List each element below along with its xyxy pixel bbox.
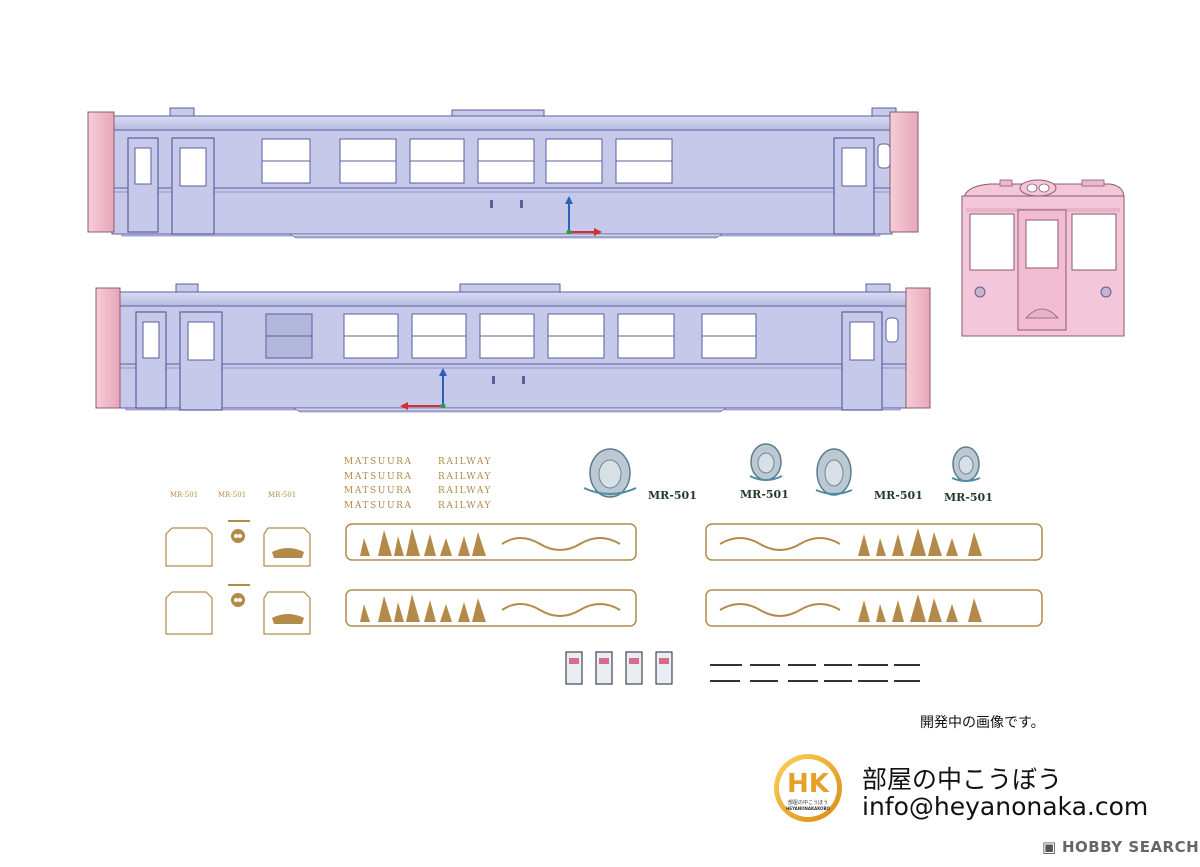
decal-operator-left-4: MATSUURA [344, 501, 413, 511]
watermark-brand: HOBBY SEARCH [1061, 838, 1200, 856]
decal-operator-right-2: RAILWAY [438, 472, 492, 482]
decal-operator-left-2: MATSUURA [344, 472, 413, 482]
decal-number-small-3: MR-501 [268, 491, 296, 499]
emblem-decal [583, 443, 981, 498]
front-view [961, 179, 1125, 337]
watermark-icon: ▣ [1042, 838, 1062, 856]
decal-number-3: MR-501 [874, 489, 923, 502]
maker-name: 部屋の中こうぼう [862, 765, 1063, 794]
decal-operator-left-3: MATSUURA [344, 486, 413, 496]
logo-romaji: HEYANONAKAKOBO [786, 806, 830, 811]
development-note: 開発中の画像です。 [920, 715, 1045, 731]
decal-number-2: MR-501 [740, 488, 789, 501]
decal-number-small-1: MR-501 [170, 491, 198, 499]
side-view-top [87, 107, 919, 239]
maker-logo: HK 部屋の中こうぼう HEYANONAKAKOBO [772, 752, 844, 824]
watermark: ▣ HOBBY SEARCH [1042, 838, 1199, 856]
decal-operator-right-3: RAILWAY [438, 486, 492, 496]
side-view-bottom [95, 283, 931, 413]
decal-operator-right-4: RAILWAY [438, 501, 492, 511]
decal-number-1: MR-501 [648, 489, 697, 502]
decal-operator-right-1: RAILWAY [438, 457, 492, 467]
decal-number-4: MR-501 [944, 491, 993, 504]
decal-number-small-2: MR-501 [218, 491, 246, 499]
maker-email[interactable]: info@heyanonaka.com [862, 792, 1149, 821]
logo-subtext: 部屋の中こうぼう [788, 799, 828, 806]
decal-sheet: MATSUURA RAILWAY MATSUURA RAILWAY MATSUU… [165, 443, 1043, 685]
logo-letters: HK [787, 769, 830, 799]
decal-operator-left-1: MATSUURA [344, 457, 413, 467]
